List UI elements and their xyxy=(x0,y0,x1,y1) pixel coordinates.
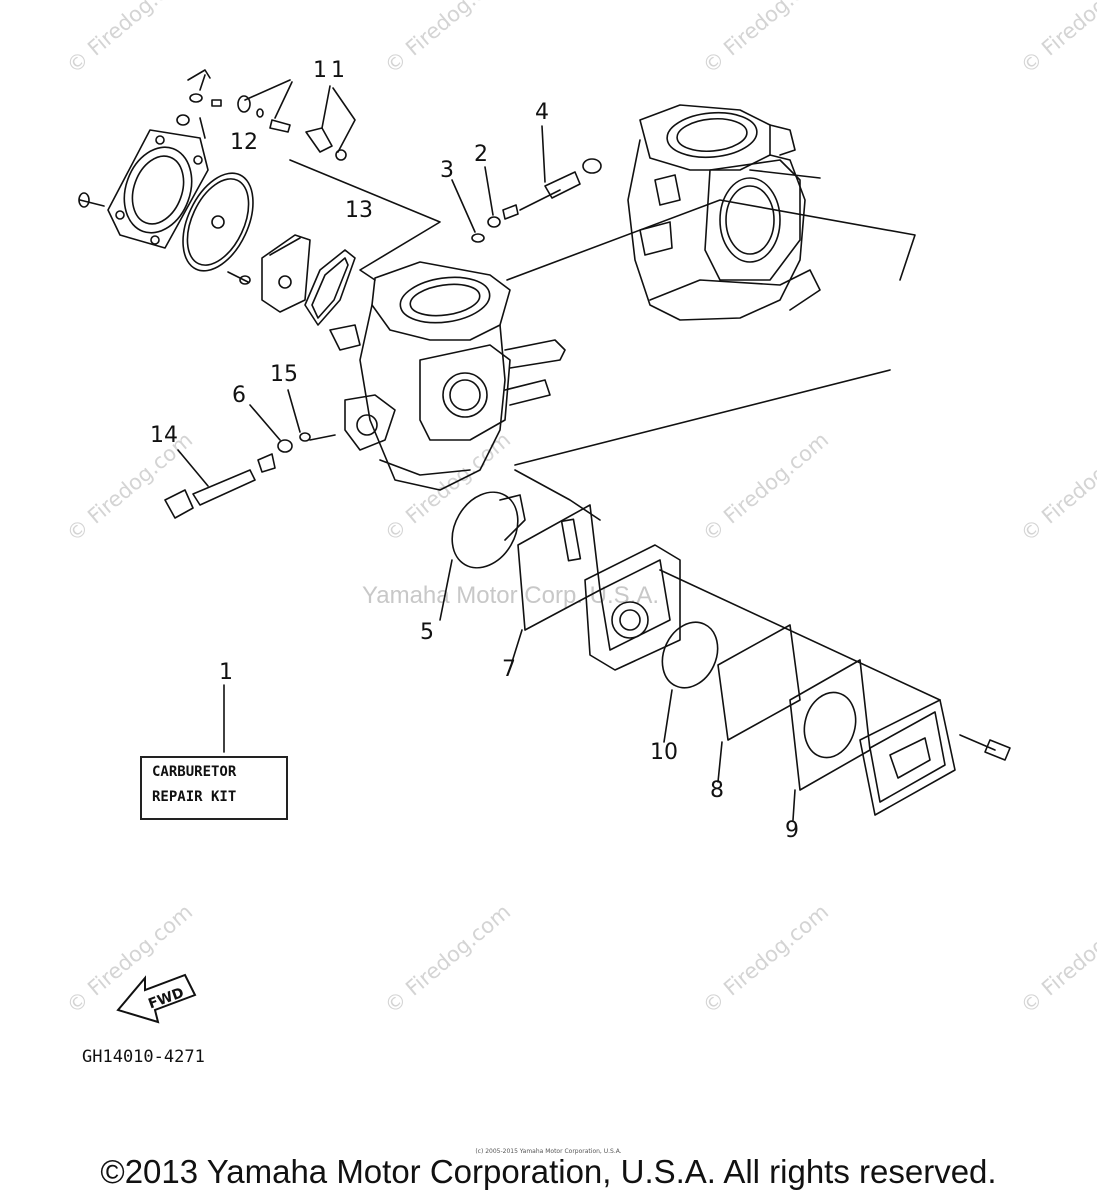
fuel-pump-body xyxy=(584,544,681,671)
part-5-diaphragm xyxy=(439,491,526,621)
callout-2: 2 xyxy=(474,142,488,167)
callout-5: 5 xyxy=(420,620,434,645)
callout-15: 15 xyxy=(270,362,298,387)
callout-8: 8 xyxy=(710,778,724,803)
fine-print: (c) 2005-2015 Yamaha Motor Corporation, … xyxy=(475,1148,622,1155)
part-8-gasket xyxy=(717,624,801,783)
callout-7: 7 xyxy=(502,657,516,682)
part-2-washer xyxy=(487,216,501,228)
part-3-o-ring xyxy=(471,233,485,243)
fwd-label: FWD xyxy=(146,985,186,1013)
part-15-o-ring xyxy=(287,389,311,442)
pump-end-cover xyxy=(859,699,956,816)
pump-block xyxy=(261,234,311,313)
callout-9: 9 xyxy=(785,818,799,843)
carburetor-secondary xyxy=(627,104,821,321)
part-7-gasket xyxy=(511,504,601,663)
end-bolt xyxy=(959,734,1011,761)
callout-13: 13 xyxy=(345,198,373,223)
part-6-washer xyxy=(249,404,293,453)
watermark-center: Yamaha Motor Corp. U.S.A. xyxy=(362,582,659,609)
fwd-arrow-icon: FWD xyxy=(116,973,197,1024)
part-9-gasket xyxy=(789,659,871,821)
repair-kit-label-box: CARBURETOR REPAIR KIT xyxy=(140,756,288,820)
callout-3: 3 xyxy=(440,158,454,183)
callout-10: 10 xyxy=(650,740,678,765)
callout-14: 14 xyxy=(150,423,178,448)
kit-label-line-1: CARBURETOR xyxy=(152,764,237,780)
copyright-notice: ©2013 Yamaha Motor Corporation, U.S.A. A… xyxy=(100,1153,997,1190)
carburetor-main xyxy=(329,261,566,491)
diagram-part-code: GH14010-4271 xyxy=(82,1047,205,1067)
callout-6: 6 xyxy=(232,383,246,408)
assembly-guide-lines xyxy=(244,79,941,701)
screw-left xyxy=(78,192,105,208)
part-4-needle xyxy=(519,125,602,211)
callout-12: 12 xyxy=(230,130,258,155)
part-cover-plate xyxy=(107,129,209,249)
part-14-screw xyxy=(164,449,256,519)
callout-1: 1 xyxy=(219,660,233,685)
part-10-diaphragm xyxy=(661,621,719,743)
small-parts-11 xyxy=(176,69,347,161)
part-12-diaphragm xyxy=(182,172,254,272)
part-13-gasket xyxy=(304,249,356,326)
kit-label-line-2: REPAIR KIT xyxy=(152,789,237,805)
callout-11: 11 xyxy=(313,58,349,83)
callout-4: 4 xyxy=(535,100,549,125)
